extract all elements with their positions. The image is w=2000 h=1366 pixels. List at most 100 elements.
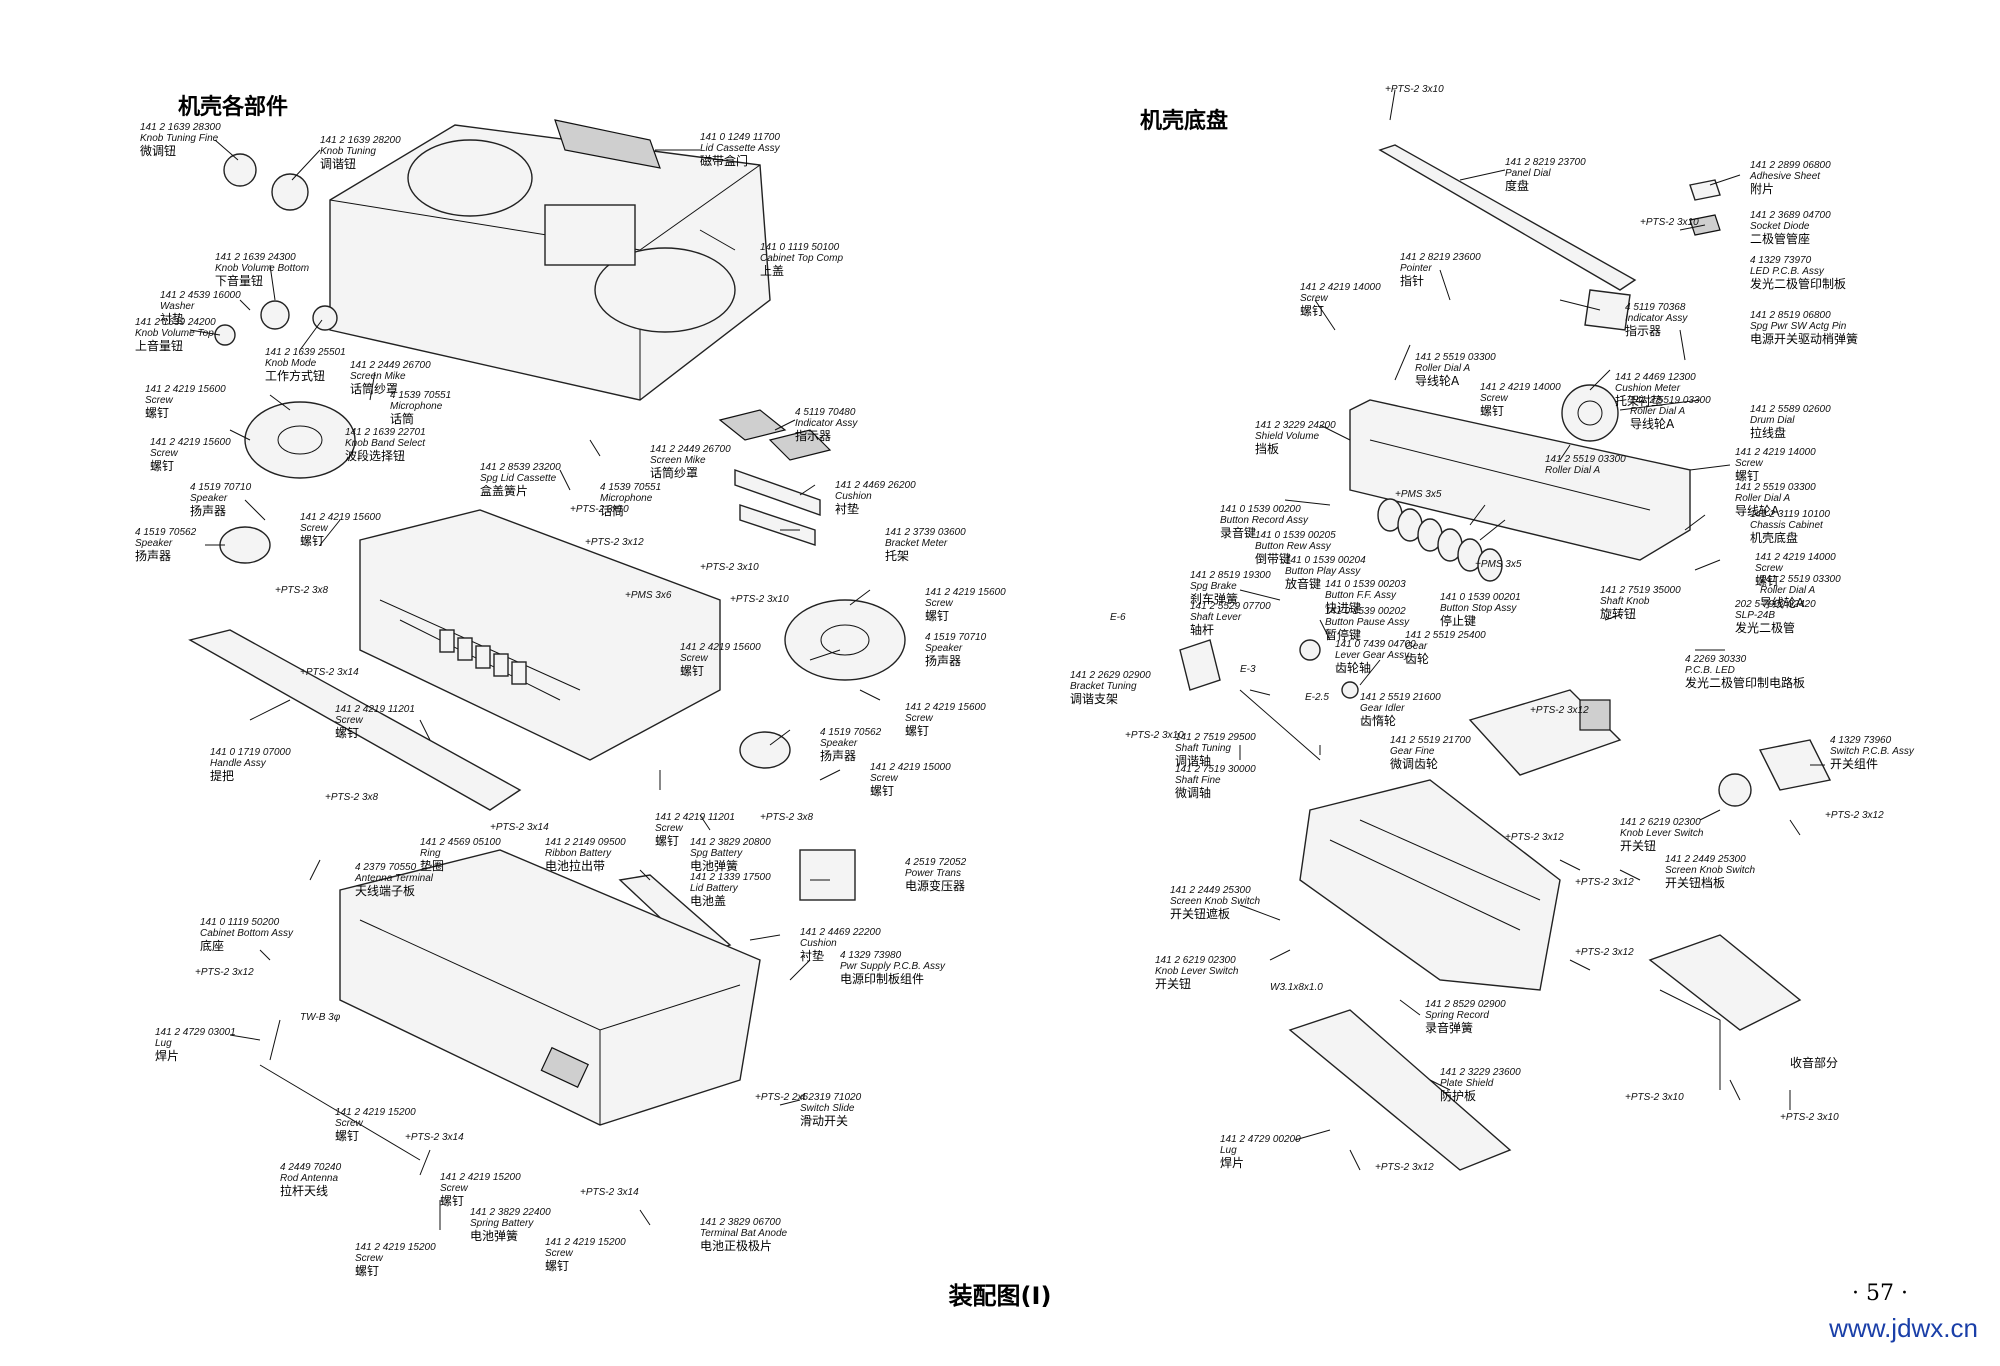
part-chinese-label: 焊片	[1220, 1155, 1244, 1170]
part-number-label: 141 0 1719 07000	[210, 747, 291, 758]
part-chinese-label: 电池正极极片	[700, 1239, 772, 1253]
fastener-label: +PTS-2 3x14	[490, 822, 549, 833]
fastener-label: E-3	[1240, 664, 1256, 675]
part-chinese-label: 螺钉	[1735, 469, 1759, 483]
part-number-label: 141 2 5519 03300	[1630, 395, 1711, 406]
part-chinese-label: 拉线盘	[1750, 425, 1786, 440]
fastener-label: +PTS-2 3x12	[1825, 810, 1884, 821]
part-name-label: Shaft Lever	[1190, 612, 1242, 623]
part-chinese-label: 微调轴	[1175, 785, 1211, 800]
fastener-label: +PTS-2 3x12	[1575, 947, 1634, 958]
part-number-label: 141 2 4219 15600	[905, 702, 986, 713]
part-name-label: Roller Dial A	[1760, 585, 1816, 596]
part-name-label: Lever Gear Assy	[1335, 650, 1410, 661]
part-name-label: Screw	[655, 823, 684, 834]
part-chinese-label: 衬垫	[800, 948, 824, 963]
part-number-label: 141 2 6219 02300	[1620, 817, 1701, 828]
part-name-label: Spring Battery	[470, 1218, 534, 1229]
part-name-label: Spring Record	[1425, 1010, 1489, 1021]
part-number-label: 141 2 4219 14000	[1755, 552, 1836, 563]
part-number-label: 141 2 2629 02900	[1070, 670, 1151, 681]
part-number-label: 141 2 4219 15600	[925, 587, 1006, 598]
part-name-label: Screen Knob Switch	[1170, 896, 1260, 907]
part-name-label: Socket Diode	[1750, 221, 1810, 232]
fastener-label: +PTS-2 3x10	[570, 504, 629, 515]
part-number-label: 141 2 4219 14000	[1480, 382, 1561, 393]
fastener-label: +PTS-2 3x12	[585, 537, 644, 548]
part-chinese-label: 波段选择钮	[345, 448, 405, 463]
cabinet-bottom	[339, 849, 761, 1126]
right-exploded-view	[1179, 89, 1832, 1171]
part-chinese-label: 衬垫	[160, 311, 184, 326]
part-number-label: 141 2 5519 03300	[1760, 574, 1841, 585]
part-name-label: Knob Band Select	[345, 438, 426, 449]
part-number-label: 141 2 4219 15200	[335, 1107, 416, 1118]
part-name-label: Roller Dial A	[1630, 406, 1686, 417]
fastener-label: +PMS 3x5	[1395, 489, 1442, 500]
part-name-label: Screw	[680, 653, 709, 664]
part-name-label: Chassis Cabinet	[1750, 520, 1824, 531]
part-chinese-label: 导线轮A	[1415, 374, 1460, 388]
part-chinese-label: 电池弹簧	[470, 1228, 518, 1243]
part-number-label: 141 2 1639 28300	[140, 122, 221, 133]
part-number-label: 141 2 3229 23600	[1440, 1067, 1521, 1078]
part-number-label: 141 2 5519 03300	[1545, 454, 1626, 465]
part-name-label: Drum Dial	[1750, 415, 1795, 426]
part-number-label: 4 5119 70480	[795, 407, 856, 418]
part-name-label: Roller Dial A	[1415, 363, 1471, 374]
fastener-label: +PTS-2 3x10	[1125, 730, 1184, 741]
plate-shield	[1288, 1009, 1512, 1171]
part-name-label: Cushion	[835, 491, 872, 502]
part-name-label: Screw	[150, 448, 179, 459]
part-chinese-label: 托架	[885, 549, 909, 563]
part-chinese-label: 挡板	[1255, 442, 1279, 456]
part-chinese-label: 轴杆	[1190, 622, 1214, 637]
fastener-label: +PMS 3x6	[625, 590, 672, 601]
part-chinese-label: 螺钉	[335, 726, 359, 740]
part-name-label: Spg Brake	[1190, 581, 1237, 592]
part-chinese-label: 调谐钮	[320, 156, 356, 171]
part-number-label: 141 2 1639 24300	[215, 252, 296, 263]
part-chinese-label: 调谐支架	[1070, 692, 1118, 706]
part-chinese-label: 螺钉	[355, 1264, 379, 1278]
part-chinese-label: 导线轮A	[1735, 504, 1780, 518]
part-name-label: Washer	[160, 301, 195, 312]
handle-assy	[188, 629, 522, 811]
panel-dial	[1378, 144, 1637, 291]
part-number-label: 141 2 5519 03300	[1415, 352, 1496, 363]
part-name-label: Knob Volume Top	[135, 328, 214, 339]
part-name-label: Screen Mike	[650, 455, 706, 466]
part-number-label: 141 2 4219 15600	[150, 437, 231, 448]
indicator-assy	[718, 409, 787, 441]
part-chinese-label: 螺钉	[145, 406, 169, 420]
part-name-label: Gear Fine	[1390, 746, 1435, 757]
part-chinese-label: 开关组件	[1830, 757, 1878, 771]
part-chinese-label: 天线端子板	[355, 884, 415, 898]
part-name-label: SLP-24B	[1735, 610, 1775, 621]
part-number-label: 4 1519 70562	[135, 527, 197, 538]
part-name-label: Speaker	[925, 643, 963, 654]
part-number-label: 141 2 4219 14000	[1300, 282, 1381, 293]
part-name-label: Button Record Assy	[1220, 515, 1309, 526]
part-chinese-label: 提把	[210, 768, 234, 783]
lid-cassette	[554, 119, 661, 169]
fastener-label: +PTS-2 2x6	[755, 1092, 809, 1103]
part-number-label: 141 2 4569 05100	[420, 837, 501, 848]
part-number-label: 141 2 4219 11201	[335, 704, 415, 715]
part-name-label: Gear Idler	[1360, 703, 1405, 714]
part-chinese-label: 焊片	[155, 1048, 179, 1063]
part-name-label: Screw	[335, 1118, 364, 1129]
part-number-label: 141 2 5519 21700	[1390, 735, 1471, 746]
part-name-label: Screw	[145, 395, 174, 406]
part-number-label: 141 2 8219 23700	[1505, 157, 1586, 168]
tuner-section	[1648, 934, 1802, 1031]
part-name-label: Screw	[905, 713, 934, 724]
part-chinese-label: 齿惰轮	[1360, 714, 1396, 728]
part-name-label: Shaft Knob	[1600, 596, 1650, 607]
part-chinese-label: 发光二极管	[1735, 620, 1795, 635]
part-name-label: Spg Battery	[690, 848, 743, 859]
fastener-label: W3.1x8x1.0	[1270, 982, 1323, 993]
part-number-label: 141 2 3739 03600	[885, 527, 966, 538]
button-row	[1377, 498, 1503, 582]
part-number-label: 141 2 4219 14000	[1735, 447, 1816, 458]
